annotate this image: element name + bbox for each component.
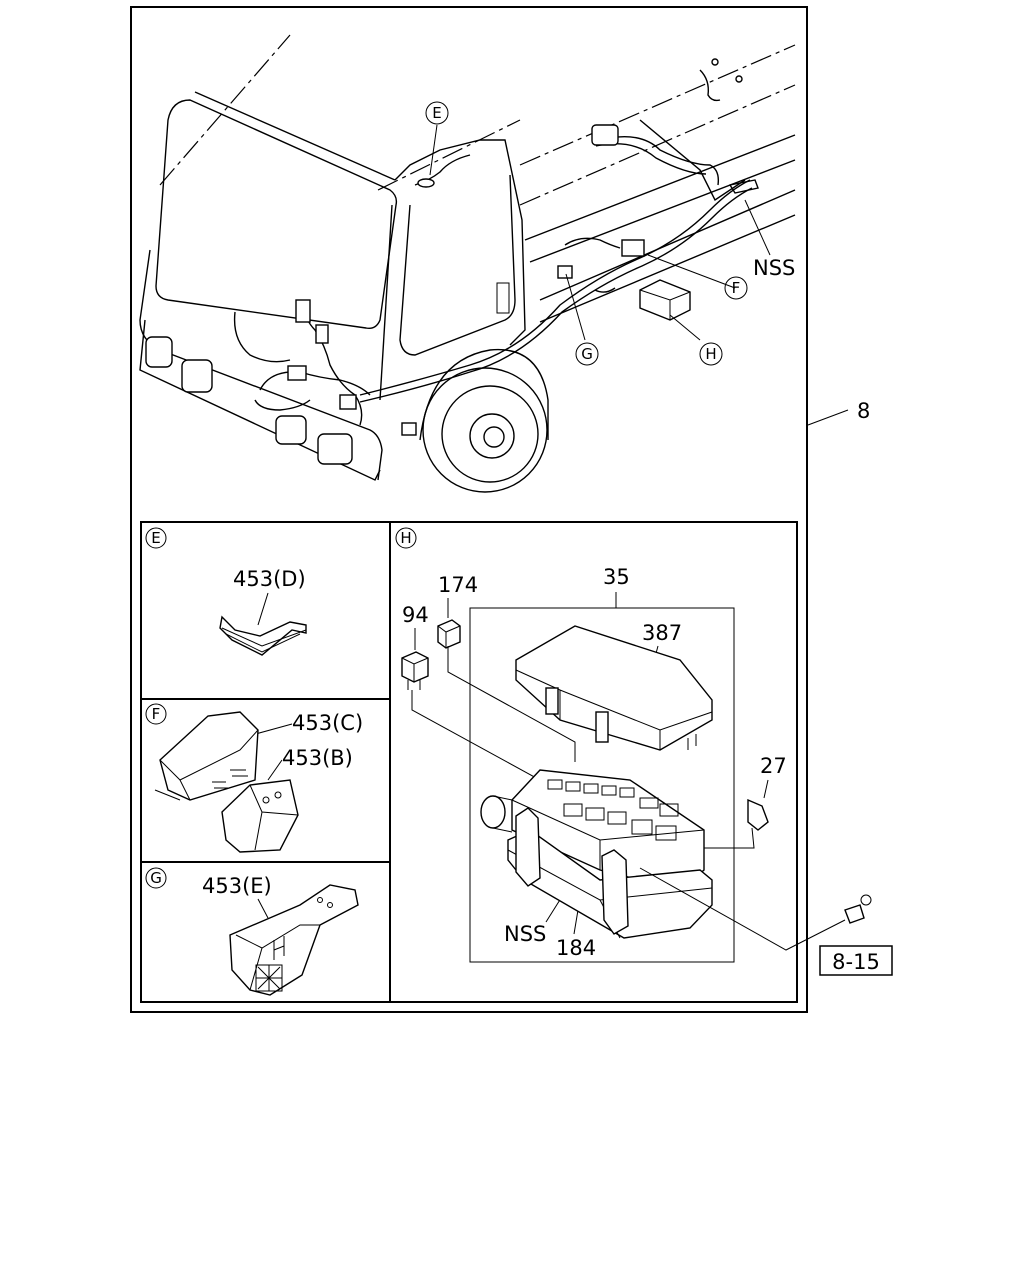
callout-h: H [699,342,723,366]
callout-h-label: H [705,345,716,363]
callout-e-label: E [432,104,441,122]
callout-g: G [575,342,599,366]
fuse-grid [547,779,679,841]
panel-f-part-b-label: 453(B) [282,746,353,770]
callout-g-label: G [581,345,593,363]
svg-text:F: F [152,705,161,723]
assembly-number-label: 8 [857,399,870,423]
reference-8-15[interactable]: 8-15 [819,945,893,976]
panel-e-part-label: 453(D) [233,567,306,591]
callout-e: E [425,101,449,125]
part-387-label: 387 [642,621,682,645]
reference-8-15-label[interactable]: 8-15 [832,950,880,974]
diagram-frame [130,6,808,1013]
callout-f-label: F [732,279,741,297]
part-94-label: 94 [402,603,429,627]
part-174-label: 174 [438,573,478,597]
detail-panels-frame [140,521,798,1003]
panel-f-part-c-label: 453(C) [292,711,363,735]
part-35-label: 35 [603,565,630,589]
panel-h-tag: H [395,527,417,549]
panel-f-tag: F [145,703,167,725]
panel-e-tag: E [145,527,167,549]
panel-f: F 453(C) 453(B) [145,703,363,853]
part-184-label: 184 [556,936,596,960]
svg-text:H: H [400,529,411,547]
panel-h: H 35 174 94 387 27 NSS 184 [395,527,872,963]
panel-g-tag: G [145,867,167,889]
callout-leaders [429,124,849,426]
panel-e: E 453(D) [145,527,307,656]
nss-main-label: NSS [753,256,795,280]
svg-text:E: E [151,529,160,547]
panel-g-part-label: 453(E) [202,874,272,898]
truck-cab-illustration [139,34,796,493]
panel-g: G 453(E) [145,867,359,996]
callout-f: F [724,276,748,300]
part-27-label: 27 [760,754,787,778]
svg-text:G: G [150,869,162,887]
nss-detail-label: NSS [504,922,546,946]
